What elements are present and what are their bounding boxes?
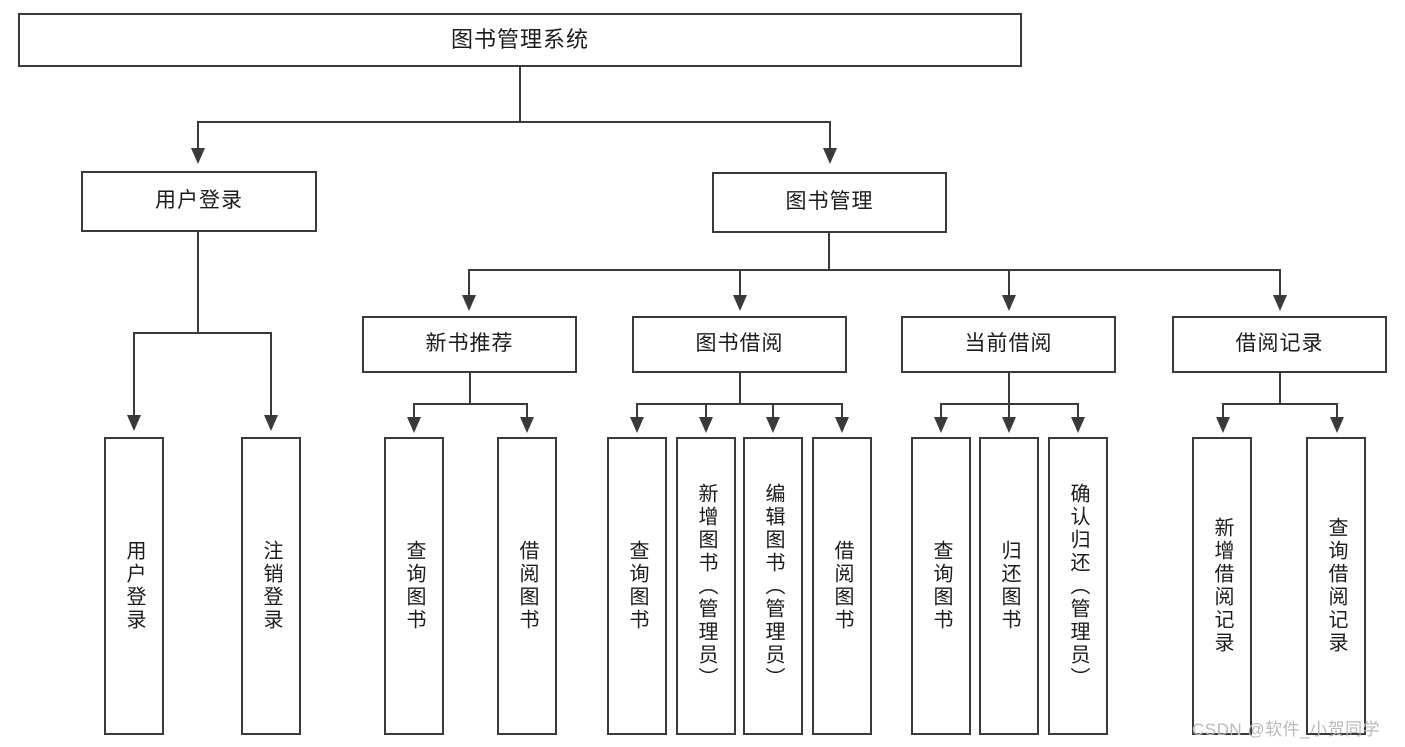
connector-new-book-bar [413,403,527,405]
leaf-borrow-record-add-record[interactable]: 新增借阅记录 [1192,437,1252,735]
connector-user-login-bar [133,332,271,334]
leaf-book-borrow-query-book[interactable]: 查询图书 [607,437,667,735]
node-label: 注销登录 [260,540,282,632]
node-label: 查询借阅记录 [1325,517,1347,655]
arrow-book-manage-to-borrow [733,295,747,311]
leaf-new-book-borrow-book[interactable]: 借阅图书 [497,437,557,735]
node-label: 借阅记录 [1235,332,1324,356]
arrow-current-borrow-to-leaf-1 [934,417,948,433]
arrow-book-manage-to-current [1002,295,1016,311]
arrow-book-manage-to-record [1273,295,1287,311]
connector-user-login-to-leaf-1 [133,332,135,416]
connector-book-manage-to-record [1279,269,1281,296]
connector-book-manage-bar [468,269,1280,271]
connector-borrow-record-bar [1222,403,1338,405]
arrow-book-borrow-to-leaf-1 [630,417,644,433]
connector-book-manage-stem [828,233,830,270]
arrow-current-borrow-to-leaf-2 [1002,417,1016,433]
node-book-borrow[interactable]: 图书借阅 [632,316,847,373]
connector-root-bar [197,121,831,123]
connector-new-book-stem [469,373,471,404]
arrow-root-to-book-manage [823,148,837,164]
connector-book-borrow-to-leaf-3 [772,403,774,418]
node-new-book-recommend[interactable]: 新书推荐 [362,316,577,373]
leaf-book-borrow-edit-book-admin[interactable]: 编辑图书（管理员） [743,437,803,735]
arrow-new-book-to-leaf-2 [520,417,534,433]
connector-book-borrow-stem [739,373,741,404]
leaf-current-borrow-return-book[interactable]: 归还图书 [979,437,1039,735]
node-label: 借阅图书 [516,540,538,632]
node-label: 新书推荐 [425,332,514,356]
arrow-book-borrow-to-leaf-3 [766,417,780,433]
arrow-current-borrow-to-leaf-3 [1071,417,1085,433]
arrow-borrow-record-to-leaf-1 [1216,417,1230,433]
connector-book-borrow-to-leaf-4 [841,403,843,418]
leaf-borrow-record-query-record[interactable]: 查询借阅记录 [1306,437,1366,735]
connector-book-borrow-to-leaf-2 [705,403,707,418]
connector-root-stem [519,66,521,122]
node-book-management[interactable]: 图书管理 [712,172,947,233]
node-label: 编辑图书（管理员） [762,482,784,690]
connector-book-borrow-bar [636,403,842,405]
connector-new-book-to-leaf-2 [526,403,528,418]
connector-current-borrow-to-leaf-2 [1008,403,1010,418]
connector-current-borrow-to-leaf-1 [940,403,942,418]
connector-book-manage-to-new-book [468,269,470,296]
connector-root-to-user-login [197,121,199,149]
leaf-book-borrow-borrow-book[interactable]: 借阅图书 [812,437,872,735]
leaf-user-login-logout[interactable]: 注销登录 [241,437,301,735]
arrow-root-to-user-login [191,148,205,164]
leaf-new-book-query-book[interactable]: 查询图书 [384,437,444,735]
leaf-book-borrow-add-book-admin[interactable]: 新增图书（管理员） [676,437,736,735]
connector-book-manage-to-borrow [739,269,741,296]
leaf-current-borrow-query-book[interactable]: 查询图书 [911,437,971,735]
node-label: 归还图书 [998,540,1020,632]
node-label: 新增借阅记录 [1211,517,1233,655]
node-root-book-management-system[interactable]: 图书管理系统 [18,13,1022,67]
arrow-new-book-to-leaf-1 [407,417,421,433]
node-label: 当前借阅 [964,332,1053,356]
arrow-book-borrow-to-leaf-4 [835,417,849,433]
connector-current-borrow-to-leaf-3 [1077,403,1079,418]
node-label: 查询图书 [626,540,648,632]
arrow-user-login-to-leaf-2 [264,415,278,431]
connector-borrow-record-stem [1279,373,1281,404]
connector-user-login-stem [197,232,199,333]
node-current-borrow[interactable]: 当前借阅 [901,316,1116,373]
connector-current-borrow-stem [1008,373,1010,404]
connector-book-manage-to-current [1008,269,1010,296]
node-label: 查询图书 [930,540,952,632]
node-label: 借阅图书 [831,540,853,632]
connector-borrow-record-to-leaf-1 [1222,403,1224,418]
node-label: 用户登录 [123,540,145,632]
node-label: 确认归还（管理员） [1067,482,1089,690]
node-label: 用户登录 [155,189,243,213]
arrow-user-login-to-leaf-1 [127,415,141,431]
arrow-borrow-record-to-leaf-2 [1330,417,1344,433]
node-user-login[interactable]: 用户登录 [81,171,317,232]
leaf-current-borrow-confirm-return-admin[interactable]: 确认归还（管理员） [1048,437,1108,735]
node-label: 查询图书 [403,540,425,632]
node-label: 图书管理 [785,190,874,214]
node-label: 图书借阅 [695,332,784,356]
node-label: 新增图书（管理员） [695,482,717,690]
connector-user-login-to-leaf-2 [270,332,272,416]
connector-root-to-book-manage [829,121,831,149]
node-label: 图书管理系统 [450,27,589,53]
connector-book-borrow-to-leaf-1 [636,403,638,418]
connector-new-book-to-leaf-1 [413,403,415,418]
connector-borrow-record-to-leaf-2 [1336,403,1338,418]
arrow-book-borrow-to-leaf-2 [699,417,713,433]
arrow-book-manage-to-new-book [462,295,476,311]
leaf-user-login-login[interactable]: 用户登录 [104,437,164,735]
node-borrow-record[interactable]: 借阅记录 [1172,316,1387,373]
